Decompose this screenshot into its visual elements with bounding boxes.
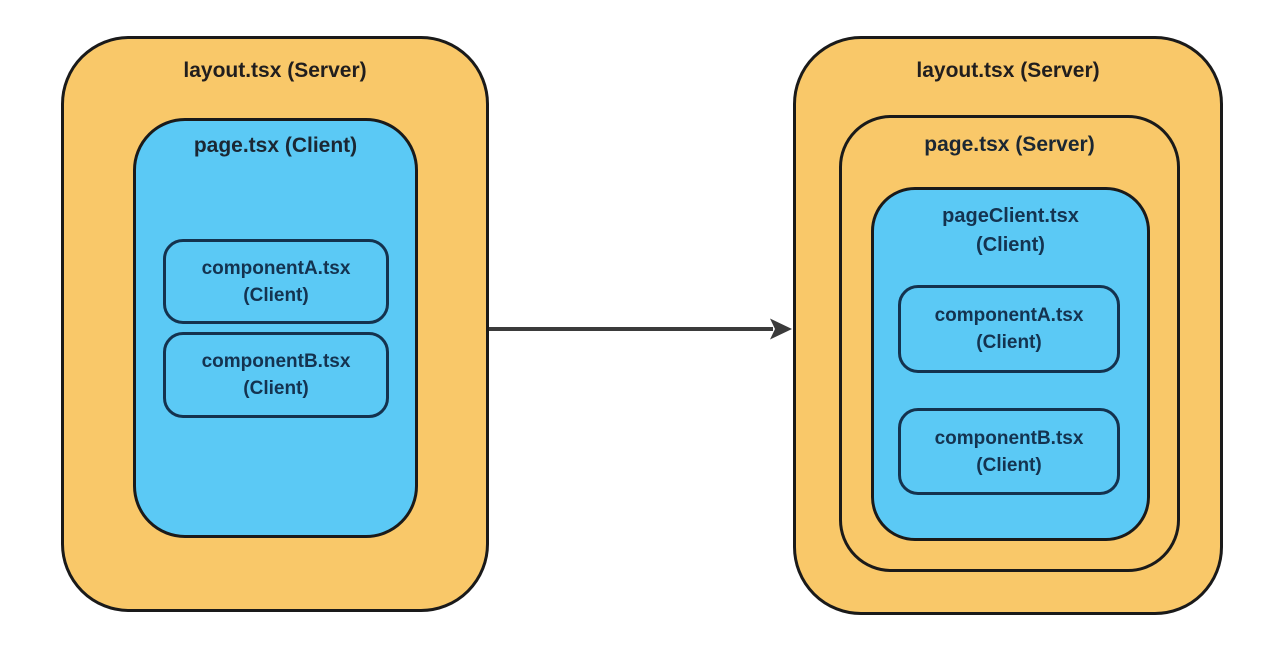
right-page-server-box: page.tsx (Server) pageClient.tsx (Client… (839, 115, 1180, 572)
left-layout-server-box: layout.tsx (Server) page.tsx (Client) co… (61, 36, 489, 612)
right-page-client-type: (Client) (976, 234, 1045, 256)
right-component-a-name: componentA.tsx (934, 305, 1084, 326)
left-component-a-name: componentA.tsx (201, 257, 351, 279)
right-component-b-name: componentB.tsx (934, 427, 1084, 449)
left-page-label: page.tsx (Client) (193, 134, 358, 157)
left-page-client-box: page.tsx (Client) componentA.tsx (Client… (133, 118, 418, 538)
right-page-client-name: pageClient.tsx (942, 205, 1079, 227)
left-layout-label: layout.tsx (Server) (183, 59, 367, 82)
right-component-b-box: componentB.tsx (Client) (898, 408, 1120, 495)
left-component-b-name: componentB.tsx (201, 351, 351, 372)
right-component-b-type: (Client) (976, 454, 1042, 476)
left-component-b-box: componentB.tsx (Client) (163, 332, 389, 418)
right-component-a-box: componentA.tsx (Client) (898, 285, 1120, 373)
left-component-a-box: componentA.tsx (Client) (163, 239, 389, 324)
left-component-a-type: (Client) (243, 284, 309, 306)
left-component-b-type: (Client) (243, 378, 309, 399)
right-page-label: page.tsx (Server) (924, 133, 1095, 156)
right-component-a-type: (Client) (976, 332, 1042, 353)
right-layout-label: layout.tsx (Server) (916, 59, 1100, 82)
right-page-client-label: pageClient.tsx (Client) (874, 202, 1147, 260)
right-page-client-box: pageClient.tsx (Client) componentA.tsx (… (871, 187, 1150, 541)
right-layout-server-box: layout.tsx (Server) page.tsx (Server) pa… (793, 36, 1223, 615)
flow-arrow-icon (489, 318, 792, 340)
